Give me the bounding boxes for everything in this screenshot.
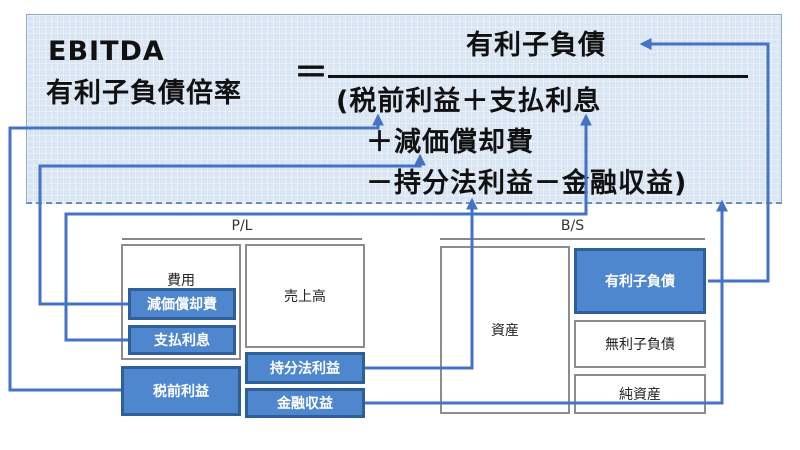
bs-header-line [440, 238, 705, 240]
formula-equals: ＝ [294, 53, 328, 93]
arrow-debt-to-numerator [639, 38, 770, 283]
pl-financial-income-box: 金融収益 [245, 388, 365, 418]
bs-interest-bearing-debt-box: 有利子負債 [574, 248, 706, 314]
formula-denominator-line2: ＋減価償却費 [366, 127, 534, 158]
formula-lhs-ebitda: EBITDA [48, 36, 165, 67]
arrow-interest-to-formula [64, 113, 592, 342]
pl-header: P/L [231, 218, 253, 234]
pl-equity-method-label: 持分法利益 [270, 361, 340, 377]
bs-assets-label: 資産 [491, 323, 519, 339]
pl-depreciation-box: 減価償却費 [128, 288, 236, 320]
pl-pretax-profit-box: 税前利益 [121, 366, 241, 416]
bs-net-assets-label: 純資産 [619, 387, 661, 403]
pl-sales-label: 売上高 [284, 289, 326, 305]
bs-assets-box: 資産 [440, 246, 570, 414]
formula-lhs-ratio: 有利子負債倍率 [46, 78, 242, 109]
arrow-depreciation-to-formula [38, 153, 426, 306]
bs-non-interest-debt-box: 無利子負債 [574, 320, 706, 368]
pl-interest-box: 支払利息 [128, 325, 236, 355]
arrow-financial-income-to-formula [365, 199, 728, 405]
pl-equity-method-box: 持分法利益 [245, 352, 365, 384]
pl-sales-box: 売上高 [245, 244, 365, 348]
pl-header-line [122, 238, 362, 240]
bs-interest-bearing-debt-label: 有利子負債 [605, 274, 675, 290]
bs-non-interest-debt-label: 無利子負債 [605, 337, 675, 353]
bs-header: B/S [560, 218, 585, 234]
arrow-equity-method-to-formula [365, 197, 478, 370]
arrow-pretax-to-formula [8, 113, 384, 392]
pl-financial-income-label: 金融収益 [277, 396, 333, 412]
formula-denominator-line3: －持分法利益－金融収益) [366, 168, 688, 199]
pl-interest-label: 支払利息 [154, 333, 210, 349]
formula-panel [26, 14, 782, 204]
formula-numerator: 有利子負債 [466, 30, 606, 61]
bs-net-assets-box: 純資産 [574, 374, 706, 414]
fraction-line [328, 75, 748, 78]
pl-depreciation-label: 減価償却費 [147, 297, 217, 313]
pl-pretax-profit-label: 税前利益 [153, 384, 209, 400]
formula-denominator-line1: (税前利益＋支払利息 [336, 86, 602, 117]
pl-expense-label: 費用 [167, 273, 195, 289]
